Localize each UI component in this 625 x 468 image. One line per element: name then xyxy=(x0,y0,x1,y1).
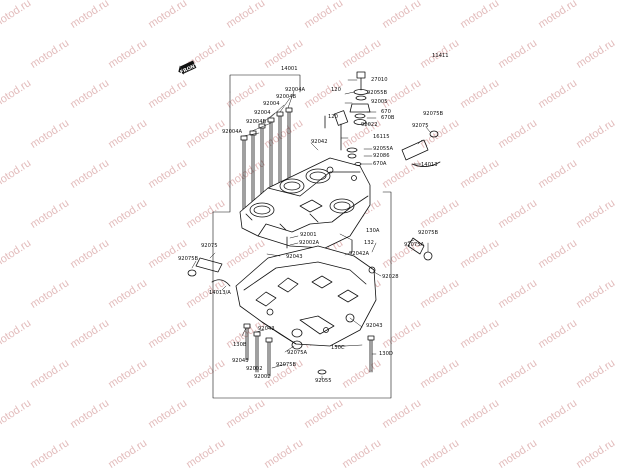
part-callout-92075b: 92075B xyxy=(178,256,199,262)
part-callout-92055: 92055 xyxy=(315,378,332,384)
part-callout-92004b: 92004B xyxy=(276,94,297,100)
part-callout-92004b: 92004B xyxy=(246,119,267,125)
long-bolt-set xyxy=(240,107,293,211)
part-callout-92028: 92028 xyxy=(382,274,399,280)
part-callout-92043: 92043 xyxy=(366,323,383,329)
assembly-frame-body xyxy=(212,91,392,399)
part-callout-92005: 92005 xyxy=(371,99,388,105)
part-callout-92042: 92042 xyxy=(311,139,328,145)
part-callout-14013-a: 14013/A xyxy=(209,290,231,296)
part-callout-92075: 92075 xyxy=(412,123,429,129)
page-code: 11411 xyxy=(432,53,449,59)
part-callout-92075b: 92075B xyxy=(423,111,444,117)
part-callout-120: 120 xyxy=(331,87,341,93)
part-callout-132: 132 xyxy=(364,240,374,246)
part-callout-92002: 92002 xyxy=(246,366,263,372)
part-callout-92004: 92004 xyxy=(254,110,271,116)
part-callout-14001: 14001 xyxy=(281,66,298,72)
part-callout-92043: 92043 xyxy=(286,254,303,260)
upper-crankcase xyxy=(239,157,371,249)
part-callout-92043: 92043 xyxy=(232,358,249,364)
part-callout-92004a: 92004A xyxy=(222,129,243,135)
lower-crankcase xyxy=(235,245,377,347)
part-callout-670: 670 xyxy=(381,109,391,115)
part-callout-92004: 92004 xyxy=(263,101,280,107)
part-callout-92002: 92002 xyxy=(254,374,271,380)
part-callout-92001: 92001 xyxy=(300,232,317,238)
callout-labels: 1400192004A92004B920049200492004B92004A1… xyxy=(178,53,449,384)
part-callout-670a: 670A xyxy=(373,161,387,167)
right-dowel-assembly xyxy=(401,130,441,261)
part-callout-92075a: 92075A xyxy=(404,242,425,248)
part-callout-130d: 130D xyxy=(379,351,393,357)
part-callout-130b: 130B xyxy=(233,342,247,348)
part-callout-92022: 92022 xyxy=(361,122,378,128)
part-callout-92075a: 92075A xyxy=(287,350,308,356)
part-callout-27010: 27010 xyxy=(371,77,388,83)
lower-bolt-set xyxy=(243,236,376,377)
part-callout-670b: 670B xyxy=(381,115,395,121)
part-callout-120: 120 xyxy=(328,114,338,120)
part-callout-92075b: 92075B xyxy=(418,230,439,236)
part-callout-92004a: 92004A xyxy=(285,87,306,93)
part-callout-92075b: 92075B xyxy=(276,362,297,368)
part-callout-92042a: 92042A xyxy=(349,251,370,257)
part-callout-92002a: 92002A xyxy=(299,240,320,246)
part-callout-92086: 92086 xyxy=(373,153,390,159)
part-callout-130a: 130A xyxy=(366,228,380,234)
part-callout-14013: 14013 xyxy=(421,162,438,168)
front-direction-badge xyxy=(178,60,197,75)
part-callout-92075: 92075 xyxy=(201,243,218,249)
part-callout-92055a: 92055A xyxy=(373,146,394,152)
left-dowel-assembly xyxy=(187,257,231,287)
part-callout-130c: 130C xyxy=(331,345,345,351)
assembly-frame xyxy=(229,74,301,93)
part-callout-92055b: 92055B xyxy=(367,90,388,96)
part-callout-16115: 16115 xyxy=(373,134,390,140)
part-callout-92043: 92043 xyxy=(258,326,275,332)
leader-lines xyxy=(191,79,431,381)
